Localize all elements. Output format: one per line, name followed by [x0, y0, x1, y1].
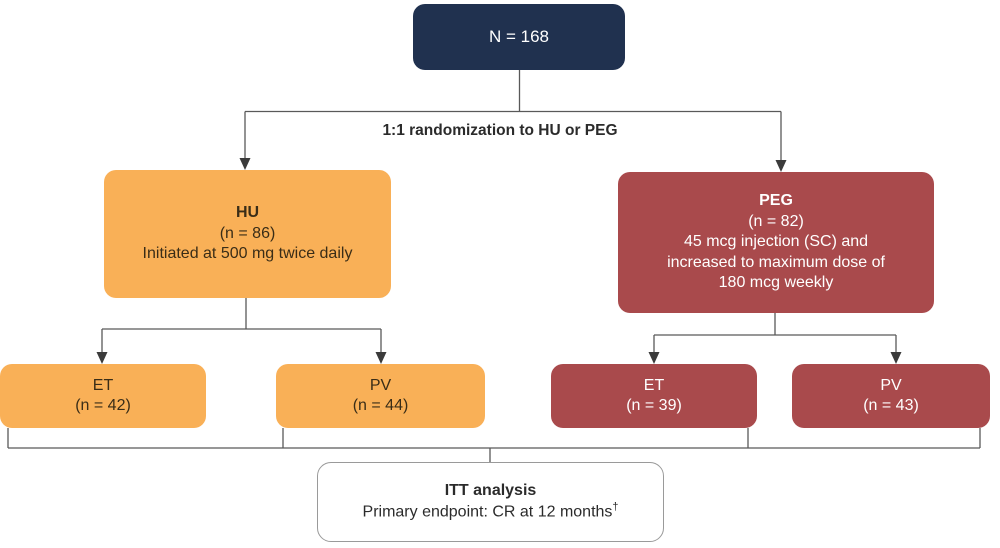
node-hu-pv-count: (n = 44): [352, 397, 409, 414]
node-peg-pv: PV (n = 43): [792, 364, 990, 428]
node-peg-detail-line-3: 180 mcg weekly: [718, 274, 834, 292]
node-hu-pv: PV (n = 44): [276, 364, 485, 428]
node-enrolled-label: N = 168: [488, 27, 549, 47]
node-peg-detail-line-2: increased to maximum dose of: [667, 253, 885, 271]
node-peg-pv-title: PV: [880, 376, 902, 394]
edge-label-randomization-text: 1:1 randomization to HU or PEG: [382, 122, 618, 139]
arrowhead-hu: [239, 158, 251, 170]
node-itt-detail-footnote-marker: †: [612, 501, 619, 514]
node-enrolled: N = 168: [413, 4, 625, 70]
node-hu-et: ET (n = 42): [0, 364, 206, 428]
node-itt-analysis: ITT analysis Primary endpoint: CR at 12 …: [317, 462, 664, 542]
node-hu-arm: HU (n = 86) Initiated at 500 mg twice da…: [104, 170, 391, 298]
node-peg-count: (n = 82): [748, 212, 804, 230]
node-hu-et-title: ET: [92, 376, 114, 394]
node-hu-count: (n = 86): [219, 224, 276, 242]
node-peg-et-count: (n = 39): [626, 397, 682, 414]
node-hu-title: HU: [235, 204, 260, 222]
arrowhead-hu-pv: [375, 352, 387, 364]
node-peg-title: PEG: [759, 192, 793, 210]
node-itt-detail-text: Primary endpoint: CR at 12 months: [362, 503, 613, 521]
arrowhead-peg-pv: [890, 352, 902, 364]
node-peg-pv-count: (n = 43): [863, 397, 919, 414]
arrowhead-peg: [775, 160, 787, 172]
node-itt-detail: Primary endpoint: CR at 12 months†: [363, 501, 619, 523]
arrowhead-hu-et: [96, 352, 108, 364]
arrowhead-peg-et: [648, 352, 660, 364]
node-peg-et: ET (n = 39): [551, 364, 757, 428]
node-hu-et-count: (n = 42): [75, 397, 131, 414]
node-peg-detail-line-1: 45 mcg injection (SC) and: [683, 233, 869, 251]
node-hu-pv-title: PV: [369, 376, 392, 394]
node-itt-title: ITT analysis: [444, 481, 537, 499]
node-hu-detail: Initiated at 500 mg twice daily: [142, 245, 353, 263]
node-peg-arm: PEG (n = 82) 45 mcg injection (SC) and i…: [618, 172, 934, 313]
node-peg-et-title: ET: [643, 376, 665, 394]
edge-label-randomization: 1:1 randomization to HU or PEG: [330, 120, 670, 142]
